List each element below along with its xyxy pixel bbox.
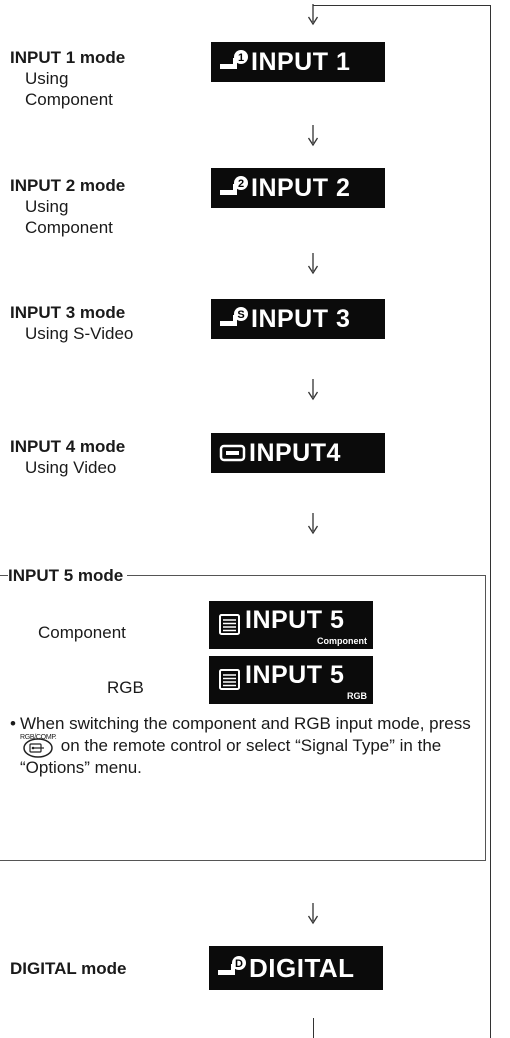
flow-arrow-1 <box>307 125 319 147</box>
button-caption: RGB/COMP. <box>20 734 57 741</box>
osd-input-2: 2 INPUT 2 <box>211 168 385 208</box>
mode-input-4: INPUT 4 mode Using Video <box>10 436 125 478</box>
osd-label: INPUT 2 <box>251 173 351 202</box>
osd-input-5-component: INPUT 5 Component <box>209 601 373 649</box>
mode-input-1: INPUT 1 mode Using Component <box>10 47 125 110</box>
input-5-row-label: RGB <box>107 678 144 697</box>
mode-desc-line: Component <box>25 218 113 237</box>
svg-text:D: D <box>235 958 243 970</box>
osd-label: INPUT4 <box>249 438 341 467</box>
svg-text:1: 1 <box>238 52 244 64</box>
loop-top-line <box>313 5 491 6</box>
osd-sublabel: RGB <box>347 691 367 701</box>
mode-desc-line: Using S-Video <box>25 324 134 343</box>
digital-input-icon: D <box>218 956 246 975</box>
osd-input-3: S INPUT 3 <box>211 299 385 339</box>
flow-arrow-2 <box>307 253 319 275</box>
mode-desc-line: Using Video <box>25 458 117 477</box>
loop-bottom-line <box>313 1018 314 1038</box>
osd-sublabel: Component <box>317 636 367 646</box>
osd-label: INPUT 5 <box>245 660 345 689</box>
mode-desc-line: Using <box>25 197 69 216</box>
flow-arrow-4 <box>307 513 319 535</box>
mode-title: INPUT 3 mode <box>10 303 126 322</box>
bullet: • <box>10 714 16 733</box>
computer-input-icon <box>219 614 240 635</box>
flow-arrow-5 <box>307 903 319 925</box>
osd-label: INPUT 3 <box>251 304 351 333</box>
input-1-numbered-icon: 1 <box>220 50 248 69</box>
input-5-row-label: Component <box>38 623 126 642</box>
rgb-comp-button-icon <box>23 738 53 758</box>
osd-label: INPUT 5 <box>245 605 345 634</box>
input-5-note: • When switching the component and RGB i… <box>10 713 480 779</box>
osd-input-5-rgb: INPUT 5 RGB <box>209 656 373 704</box>
mode-input-3: INPUT 3 mode Using S-Video <box>10 302 133 344</box>
osd-label: INPUT 1 <box>251 47 351 76</box>
svg-text:S: S <box>237 309 244 321</box>
mode-title: INPUT 5 mode <box>8 565 128 586</box>
note-text-after: on the remote control or select “Signal … <box>20 736 442 777</box>
loop-right-line <box>490 5 491 1038</box>
osd-input-1: 1 INPUT 1 <box>211 42 385 82</box>
video-input-icon <box>219 444 246 462</box>
input-5-group-box <box>0 575 486 861</box>
svg-text:2: 2 <box>238 178 244 190</box>
computer-input-icon <box>219 669 240 690</box>
rgb-comp-button: RGB/COMP. <box>20 734 57 758</box>
mode-title: INPUT 2 mode <box>10 176 126 195</box>
osd-digital: D DIGITAL <box>209 946 383 990</box>
note-text-before: When switching the component and RGB inp… <box>20 714 471 733</box>
mode-title: DIGITAL mode <box>10 959 127 978</box>
mode-desc-line: Using <box>25 69 69 88</box>
osd-input-4: INPUT4 <box>211 433 385 473</box>
osd-label: DIGITAL <box>249 953 355 983</box>
mode-input-2: INPUT 2 mode Using Component <box>10 175 125 238</box>
input-2-numbered-icon: 2 <box>220 176 248 195</box>
flow-arrow-top <box>307 4 319 26</box>
mode-title: INPUT 1 mode <box>10 48 126 67</box>
input-3-svideo-icon: S <box>220 307 248 326</box>
mode-title: INPUT 4 mode <box>10 437 126 456</box>
flow-arrow-3 <box>307 379 319 401</box>
mode-desc-line: Component <box>25 90 113 109</box>
